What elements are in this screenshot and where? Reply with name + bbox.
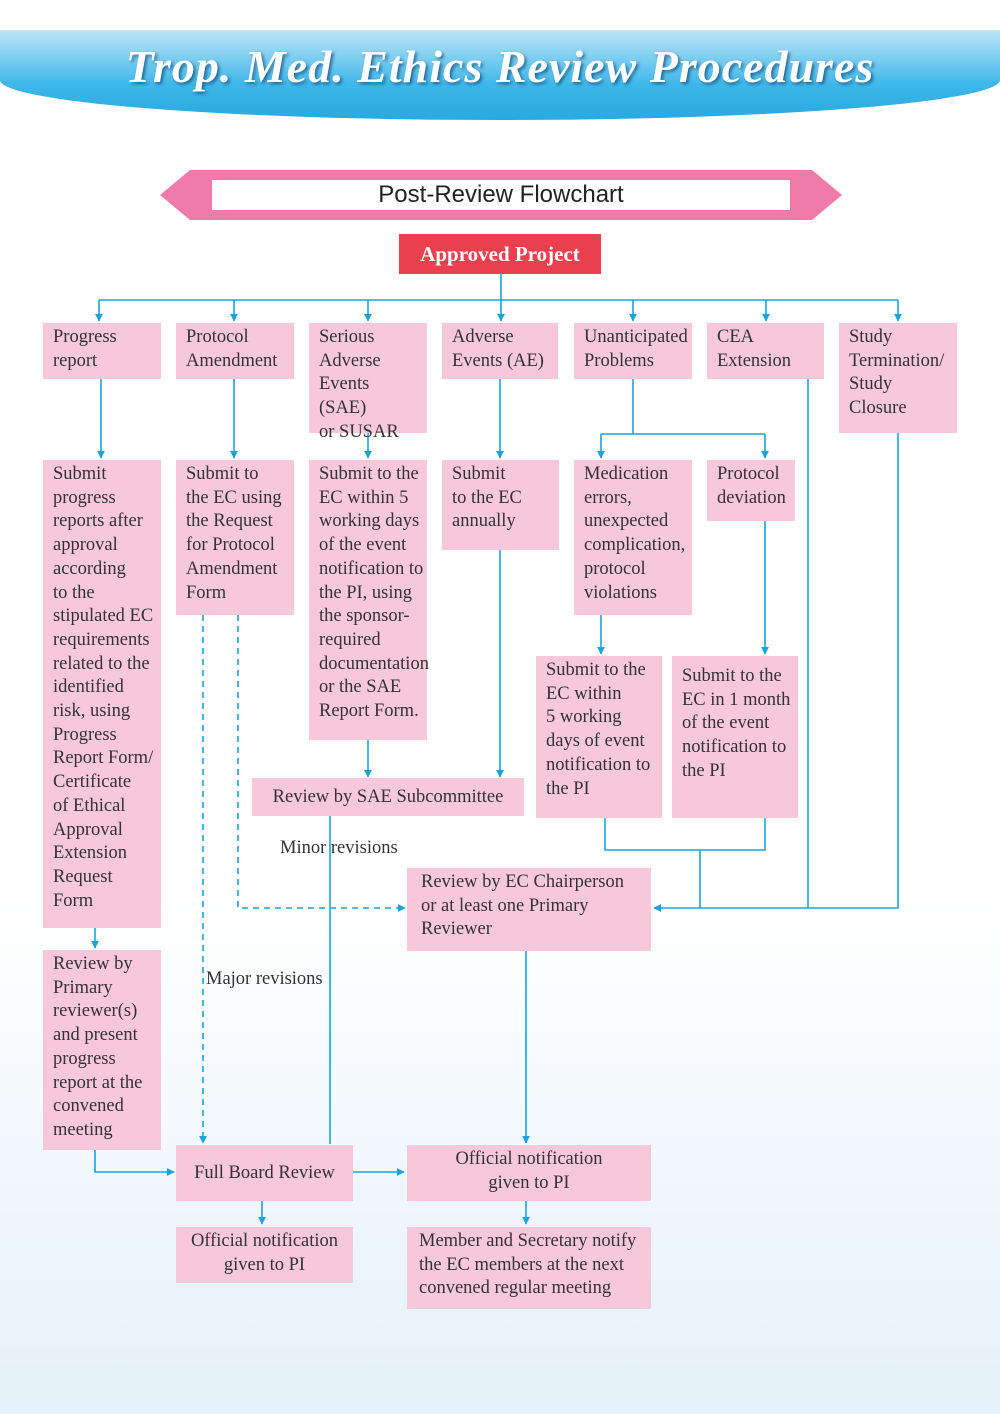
page-title: Trop. Med. Ethics Review Procedures — [125, 41, 875, 92]
adverse-events-box: Adverse Events (AE) — [442, 323, 558, 379]
full-board-review-box: Full Board Review — [176, 1145, 353, 1201]
header-band — [0, 30, 1000, 120]
major-revisions-label: Major revisions — [206, 969, 323, 989]
member-secretary-notify-box: Member and Secretary notify the EC membe… — [407, 1227, 651, 1309]
primary-reviewer-box: Review by Primary reviewer(s) and presen… — [43, 950, 161, 1150]
minor-revisions-label: Minor revisions — [280, 838, 398, 858]
chairperson-review-box: Review by EC Chairperson or at least one… — [407, 868, 651, 951]
cea-extension-box: CEA Extension — [707, 323, 824, 379]
official-notification-right-box: Official notification given to PI — [407, 1145, 651, 1201]
sae-submit-box: Submit to the EC within 5 working days o… — [309, 460, 429, 740]
progress-submit-box: Submit progress reports after approval a… — [43, 460, 161, 928]
sae-subcommittee-review-box: Review by SAE Subcommittee — [252, 778, 524, 816]
approved-project-box: Approved Project — [399, 234, 601, 274]
medication-submit-box: Submit to the EC within 5 working days o… — [536, 656, 662, 818]
official-notification-left-box: Official notification given to PI — [176, 1227, 353, 1283]
deviation-submit-box: Submit to the EC in 1 month of the event… — [672, 656, 798, 818]
amendment-submit-box: Submit to the EC using the Request for P… — [176, 460, 294, 615]
protocol-amendment-box: Protocol Amendment — [176, 323, 294, 379]
medication-errors-box: Medication errors, unexpected complicati… — [574, 460, 692, 615]
protocol-deviation-box: Protocol deviation — [707, 460, 795, 521]
ae-submit-box: Submit to the EC annually — [442, 460, 559, 550]
unanticipated-problems-box: Unanticipated Problems — [574, 323, 692, 379]
banner-title: Post-Review Flowchart — [378, 181, 624, 208]
banner-arrow-shape — [160, 170, 842, 220]
progress-report-box: Progress report — [43, 323, 161, 379]
sae-susar-box: Serious Adverse Events (SAE) or SUSAR — [309, 323, 427, 442]
study-termination-box: Study Termination/ Study Closure — [839, 323, 957, 433]
